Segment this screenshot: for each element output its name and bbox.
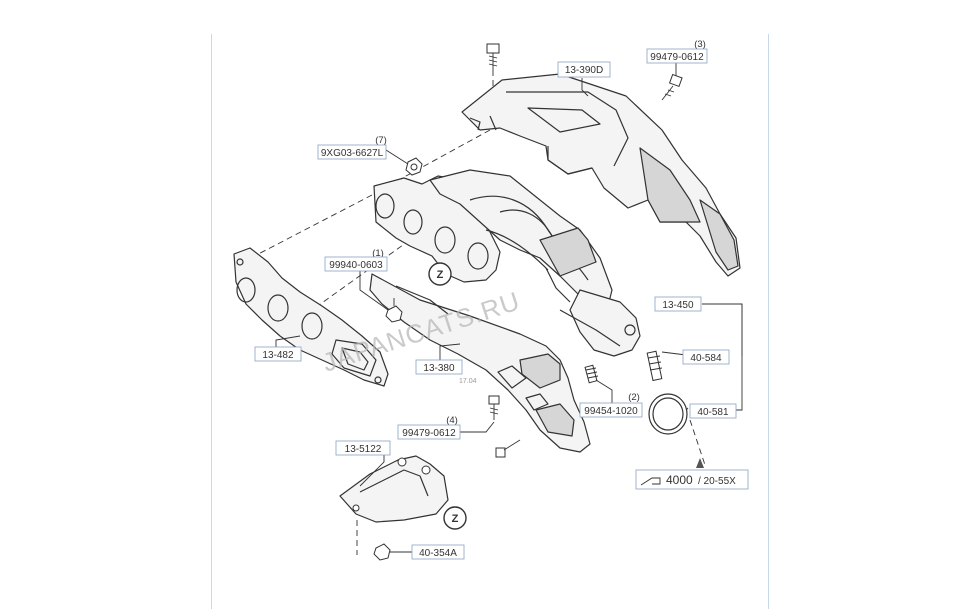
svg-text:40-354A: 40-354A <box>419 548 457 559</box>
heat-shield[interactable] <box>461 73 741 277</box>
detail-marker-z[interactable]: Z <box>443 506 467 530</box>
reference-arrow-icon <box>640 477 661 486</box>
label-13-482[interactable]: 13-482 <box>254 346 302 362</box>
svg-text:(7): (7) <box>375 135 387 146</box>
bolt-icon <box>661 73 683 101</box>
svg-text:Z: Z <box>437 269 444 281</box>
bolt-icon <box>385 298 403 323</box>
svg-text:4000: 4000 <box>666 473 693 487</box>
bolt-icon <box>488 395 500 420</box>
label-13-380[interactable]: 13-380 <box>415 359 463 375</box>
lower-insulator[interactable] <box>369 273 591 453</box>
svg-text:(3): (3) <box>694 39 706 50</box>
manifold-bracket[interactable] <box>339 455 449 523</box>
svg-text:(4): (4) <box>446 415 458 426</box>
svg-text:13-482: 13-482 <box>262 350 294 361</box>
nut-icon <box>405 157 423 176</box>
detail-marker-z[interactable]: Z <box>428 262 452 286</box>
label-99940-0603[interactable]: (1) 99940-0603 <box>324 248 388 272</box>
ring-gasket[interactable] <box>648 393 688 435</box>
svg-text:99479-0612: 99479-0612 <box>650 52 704 63</box>
svg-text:13-450: 13-450 <box>662 300 694 311</box>
diagram-frame <box>211 34 769 609</box>
label-40-354A[interactable]: 40-354A <box>411 544 465 560</box>
label-40-584[interactable]: 40-584 <box>682 349 730 365</box>
bolt-icon <box>495 439 521 458</box>
label-99479-0612-top[interactable]: (3) 99479-0612 <box>646 39 708 64</box>
bolt-icon <box>373 543 412 561</box>
svg-text:99454-1020: 99454-1020 <box>584 406 638 417</box>
svg-text:99479-0612: 99479-0612 <box>402 428 456 439</box>
svg-text:13-390D: 13-390D <box>565 65 603 76</box>
faint-tag: 17.04 <box>459 378 477 385</box>
label-99479-0612-low[interactable]: (4) 99479-0612 <box>397 415 461 440</box>
svg-text:13-380: 13-380 <box>423 363 455 374</box>
label-9XG03-6627L[interactable]: (7) 9XG03-6627L <box>317 135 387 160</box>
label-99454-1020[interactable]: (2) 99454-1020 <box>579 392 643 418</box>
label-13-5122[interactable]: 13-5122 <box>335 440 391 456</box>
exhaust-manifold[interactable] <box>373 169 641 357</box>
svg-text:99940-0603: 99940-0603 <box>329 260 383 271</box>
svg-text:(1): (1) <box>372 248 384 259</box>
bolt-icon <box>486 43 500 70</box>
manifold-gasket[interactable] <box>233 247 389 387</box>
label-13-390D[interactable]: 13-390D <box>557 61 611 78</box>
label-13-450[interactable]: 13-450 <box>654 296 702 312</box>
label-40-581[interactable]: 40-581 <box>689 403 737 419</box>
svg-text:40-581: 40-581 <box>697 407 729 418</box>
svg-text:9XG03-6627L: 9XG03-6627L <box>321 148 384 159</box>
svg-text:Z: Z <box>452 513 459 525</box>
reference-link[interactable]: 4000 / 20-55X <box>635 458 749 490</box>
svg-text:/ 20-55X: / 20-55X <box>698 476 736 487</box>
stud-icon <box>584 364 599 384</box>
svg-text:13-5122: 13-5122 <box>345 444 382 455</box>
svg-text:40-584: 40-584 <box>690 353 722 364</box>
svg-text:(2): (2) <box>628 392 640 403</box>
stud-icon <box>646 350 663 382</box>
